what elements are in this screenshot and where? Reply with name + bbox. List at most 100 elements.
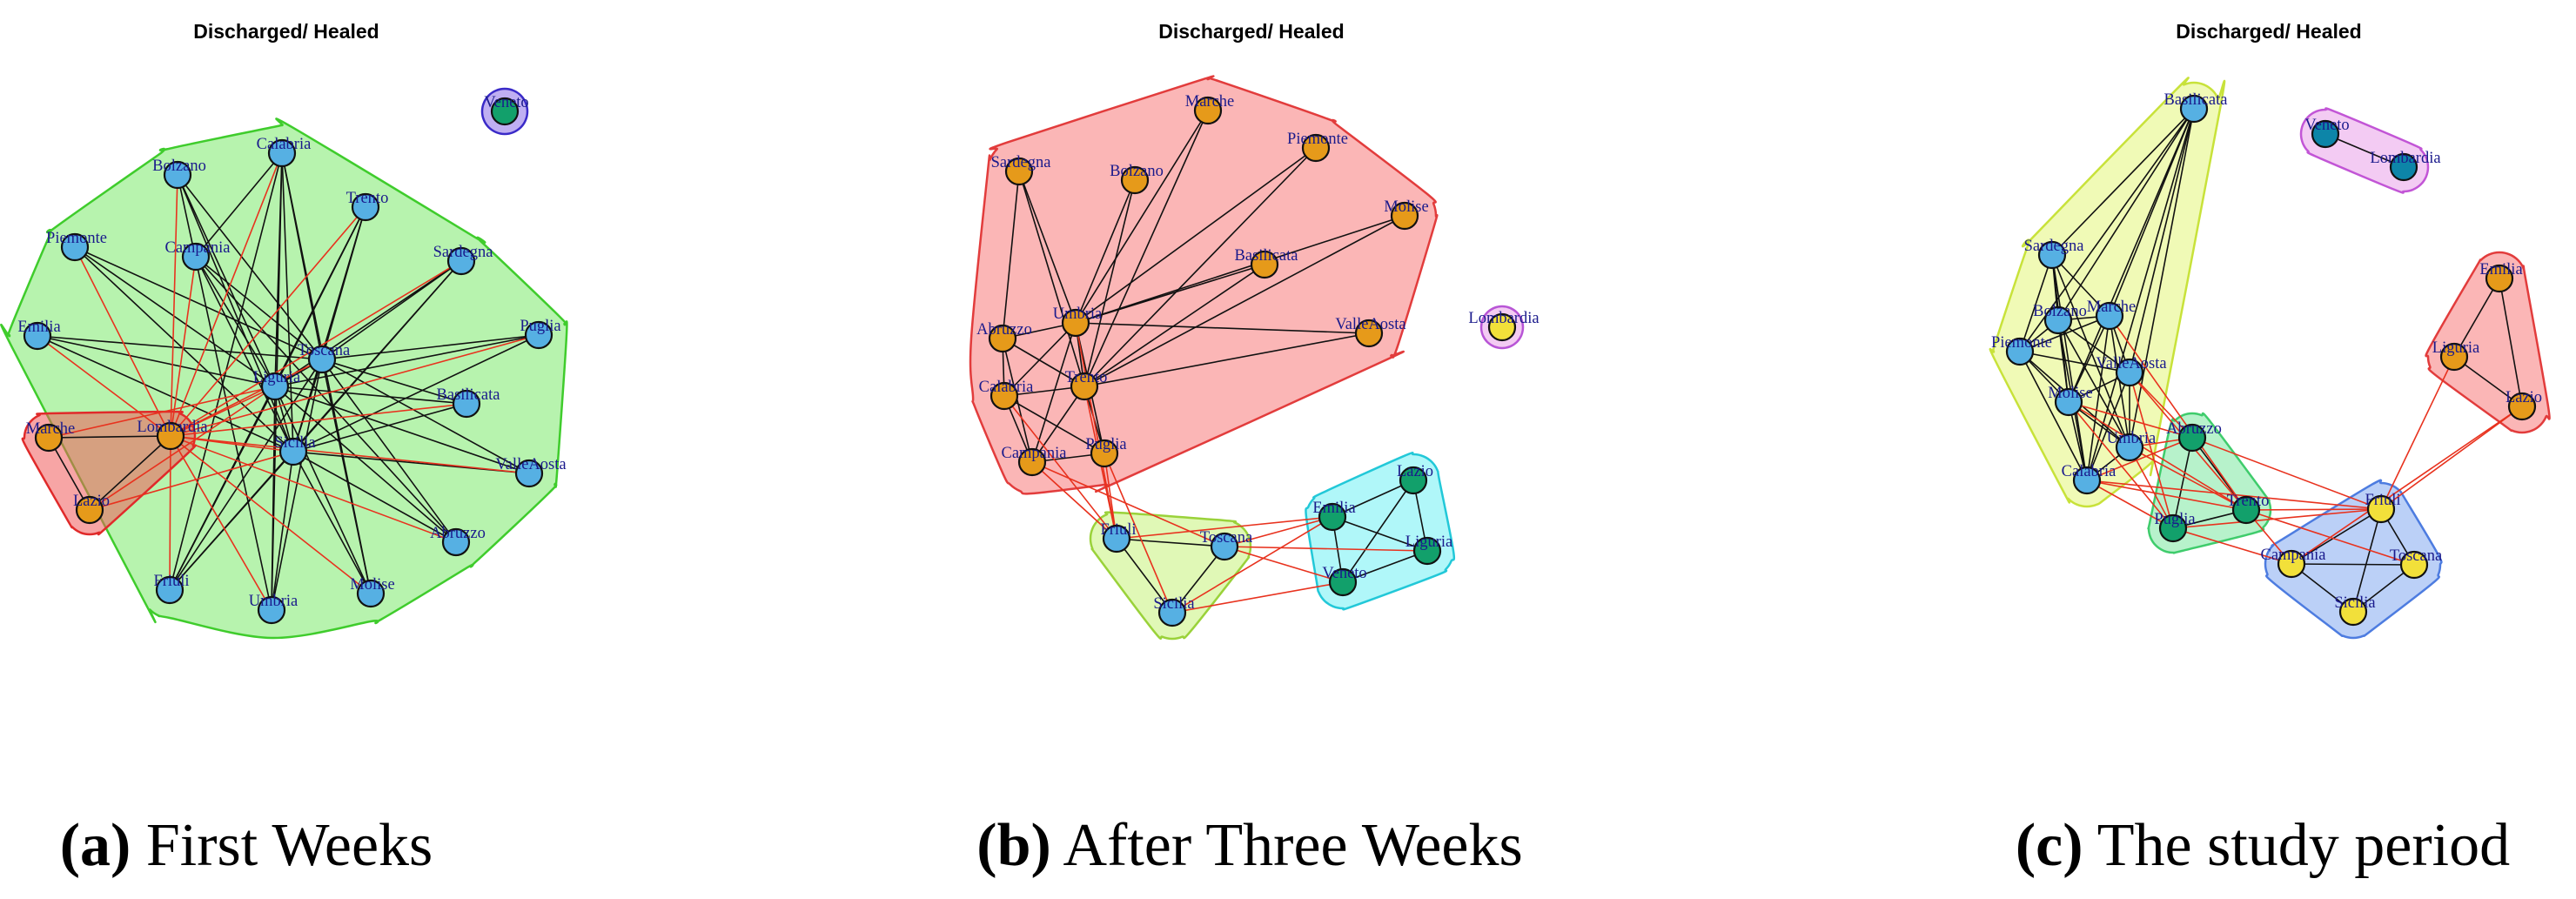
edge-molise-liguria bbox=[274, 386, 372, 594]
node-piemonte bbox=[60, 232, 90, 262]
edge-friuli-liguria bbox=[169, 386, 276, 591]
node-label-molise: Molise bbox=[1384, 198, 1428, 216]
cross-edge-trento-molise bbox=[2068, 401, 2247, 511]
node-abruzzo bbox=[2177, 423, 2207, 453]
edge-campania-sicilia bbox=[195, 256, 294, 453]
node-valleaosta bbox=[1354, 319, 1384, 348]
panel-a-caption-letter: (a) bbox=[60, 812, 131, 879]
panel-b-community-2 bbox=[1089, 511, 1252, 641]
edge-abruzzo-toscana bbox=[321, 359, 457, 543]
edge-marche-lombardia bbox=[48, 435, 171, 439]
node-friuli bbox=[1102, 524, 1131, 553]
cross-edge-puglia-sicilia bbox=[1104, 453, 1173, 614]
node-label-puglia: Puglia bbox=[1085, 436, 1126, 453]
panel-a-community-hulls bbox=[0, 87, 568, 640]
edge-umbria-toscana bbox=[271, 359, 323, 611]
edge-umbria-campania bbox=[1031, 322, 1077, 463]
node-lombardia bbox=[156, 421, 185, 451]
edge-umbria-sicilia bbox=[271, 451, 294, 611]
node-piemonte bbox=[1301, 133, 1331, 163]
edge-sardegna-trento bbox=[1018, 171, 1085, 387]
panel-b-inter-edges bbox=[1003, 322, 1428, 614]
node-label-abruzzo: Abruzzo bbox=[2166, 420, 2222, 438]
node-umbria bbox=[1061, 308, 1090, 338]
edge-puglia-toscana bbox=[321, 334, 540, 360]
edge-friuli-sicilia bbox=[2352, 508, 2382, 613]
cross-edge-lombardia-piemonte bbox=[74, 246, 171, 437]
edge-lazio-emilia bbox=[1332, 480, 1414, 518]
node-label-valleaosta: ValleAosta bbox=[495, 456, 566, 473]
node-valleaosta bbox=[2115, 358, 2144, 387]
node-label-lazio: Lazio bbox=[2506, 389, 2542, 406]
cross-edge-umbria-friuli bbox=[1075, 322, 1117, 540]
node-label-marche: Marche bbox=[26, 420, 76, 438]
edge-marche-molise bbox=[2068, 315, 2110, 403]
cross-edge-friuli-emilia bbox=[1116, 516, 1333, 540]
cross-edge-friuli-liguria bbox=[2380, 356, 2455, 510]
cross-edge-abruzzo-valleaosta bbox=[2129, 372, 2193, 439]
cross-edge-abruzzo-calabria bbox=[2086, 437, 2193, 481]
cross-edge-sicilia-veneto bbox=[1171, 581, 1344, 614]
node-label-valleaosta: ValleAosta bbox=[2096, 355, 2166, 372]
node-campania bbox=[1017, 447, 1047, 477]
edge-umbria-calabria bbox=[1003, 322, 1077, 397]
node-basilicata bbox=[2179, 94, 2209, 124]
edge-friuli-toscana bbox=[1116, 538, 1225, 547]
node-friuli bbox=[2366, 494, 2396, 524]
cross-edge-puglia-umbria bbox=[2129, 446, 2174, 529]
node-valleaosta bbox=[514, 459, 544, 488]
node-puglia bbox=[1090, 439, 1119, 468]
node-veneto bbox=[2311, 119, 2340, 149]
edge-piemonte-umbria bbox=[1075, 147, 1317, 324]
cross-edge-lombardia-friuli bbox=[169, 435, 171, 591]
node-campania bbox=[2277, 549, 2306, 579]
node-label-sicilia: Sicilia bbox=[1153, 595, 1194, 613]
node-calabria bbox=[267, 138, 297, 168]
edge-molise-trento bbox=[1083, 215, 1405, 387]
node-trento bbox=[1070, 372, 1099, 401]
cross-edge-lombardia-campania bbox=[170, 256, 197, 437]
panel-a-caption-text: First Weeks bbox=[131, 812, 433, 879]
edge-abruzzo-trento bbox=[1002, 338, 1085, 387]
node-label-lombardia: Lombardia bbox=[1468, 310, 1539, 327]
edge-basilicata-sicilia bbox=[292, 403, 467, 453]
node-sardegna bbox=[446, 246, 476, 276]
cross-edge-abruzzo-molise bbox=[2068, 401, 2193, 439]
node-molise bbox=[356, 579, 386, 608]
node-label-toscana: Toscana bbox=[298, 342, 350, 359]
cross-edge-campania-friuli bbox=[1031, 461, 1117, 540]
cross-edge-lombardia-valleaosta bbox=[170, 435, 530, 474]
edge-valleaosta-toscana bbox=[321, 359, 530, 474]
edge-piemonte-sicilia bbox=[74, 246, 294, 453]
edge-piemonte-valleaosta bbox=[2019, 351, 2130, 373]
edge-basilicata-valleaosta bbox=[2129, 108, 2195, 373]
node-puglia bbox=[2158, 513, 2188, 543]
edge-basilicata-toscana bbox=[321, 359, 467, 405]
node-label-lombardia: Lombardia bbox=[2370, 150, 2440, 167]
node-label-trento: Trento bbox=[346, 190, 389, 207]
panel-a-intra-edges bbox=[37, 152, 540, 611]
node-label-friuli: Friuli bbox=[1100, 521, 1136, 539]
node-trento bbox=[2231, 495, 2261, 525]
edge-friuli-toscana bbox=[169, 359, 323, 591]
node-basilicata bbox=[452, 389, 481, 419]
node-label-marche: Marche bbox=[2087, 299, 2137, 316]
cross-edge-campania-toscana bbox=[1031, 461, 1225, 547]
cross-edge-lombardia-emilia bbox=[37, 335, 171, 437]
cross-edge-trento-umbria bbox=[2129, 446, 2247, 511]
node-label-umbria: Umbria bbox=[1053, 305, 1103, 323]
edge-piemonte-toscana bbox=[74, 246, 323, 360]
node-umbria bbox=[257, 595, 286, 625]
node-label-bolzano: Bolzano bbox=[152, 158, 206, 175]
node-label-sardegna: Sardegna bbox=[433, 244, 493, 261]
edge-campania-toscana bbox=[195, 256, 323, 360]
edge-liguria-lazio bbox=[2453, 356, 2523, 407]
edge-calabria-puglia bbox=[1003, 395, 1105, 454]
node-label-veneto: Veneto bbox=[484, 94, 528, 111]
edge-abruzzo-liguria bbox=[274, 386, 457, 543]
node-label-trento: Trento bbox=[2227, 493, 2270, 510]
node-label-piemonte: Piemonte bbox=[46, 230, 107, 247]
edge-bolzano-umbria bbox=[1075, 179, 1136, 324]
cross-edge-toscana-veneto bbox=[1224, 546, 1344, 583]
